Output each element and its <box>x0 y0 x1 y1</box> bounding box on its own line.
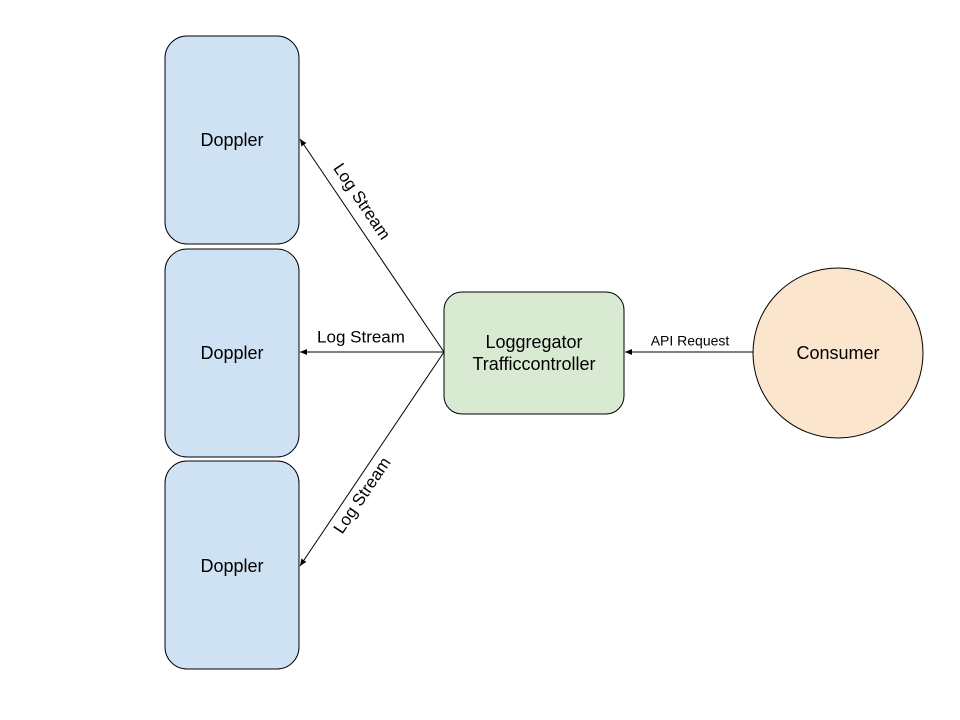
trafficcontroller-node[interactable]: Loggregator Trafficcontroller <box>443 291 625 415</box>
edge-label-api-request: API Request <box>651 333 730 349</box>
doppler-node-middle[interactable]: Doppler <box>164 248 300 458</box>
edge-label-log-stream-middle: Log Stream <box>317 327 405 346</box>
doppler-label-middle: Doppler <box>200 343 263 363</box>
consumer-circle <box>752 267 924 439</box>
trafficcontroller-label-line2: Trafficcontroller <box>472 354 595 374</box>
doppler-box-middle <box>164 248 300 458</box>
edge-api-request: API Request <box>625 333 753 355</box>
consumer-label: Consumer <box>796 343 879 363</box>
edge-log-stream-top: Log Stream <box>299 138 445 353</box>
edge-log-stream-middle: Log Stream <box>300 327 444 355</box>
doppler-label-top: Doppler <box>200 130 263 150</box>
edge-line-log-stream-bottom <box>299 351 445 567</box>
consumer-node[interactable]: Consumer <box>752 267 924 439</box>
doppler-node-bottom[interactable]: Doppler <box>164 460 300 670</box>
trafficcontroller-box <box>443 291 625 415</box>
doppler-label-bottom: Doppler <box>200 556 263 576</box>
edge-label-log-stream-bottom: Log Stream <box>330 454 395 537</box>
doppler-box-top <box>164 35 300 245</box>
doppler-node-top[interactable]: Doppler <box>164 35 300 245</box>
trafficcontroller-label-line1: Loggregator <box>485 332 582 352</box>
edge-line-log-stream-top <box>299 138 445 353</box>
doppler-box-bottom <box>164 460 300 670</box>
edge-log-stream-bottom: Log Stream <box>299 351 445 567</box>
